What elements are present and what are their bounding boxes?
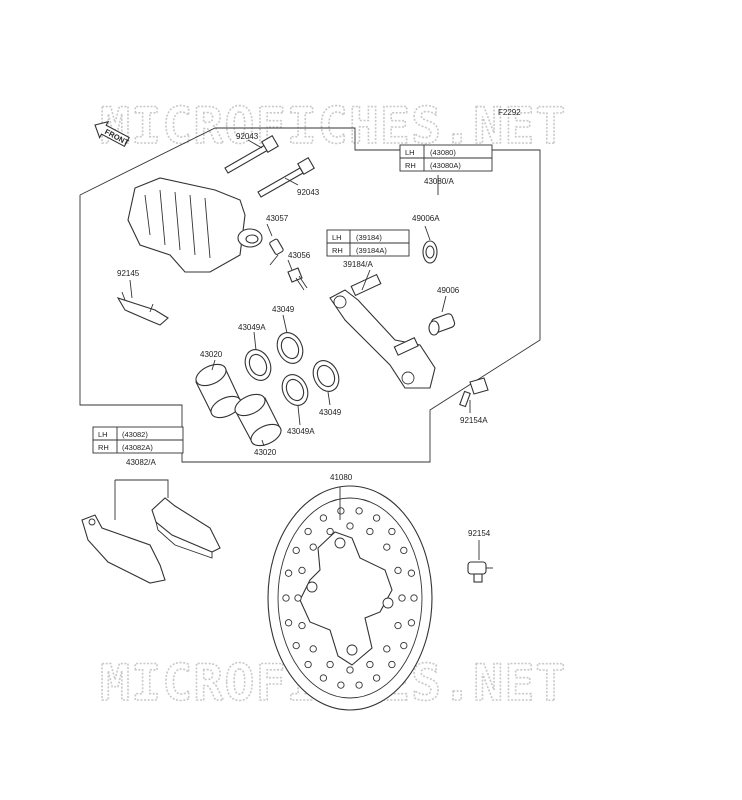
- pin-bolt-upper-icon: [224, 135, 279, 174]
- brake-pad-front-icon: [81, 514, 166, 584]
- table-row-side: LH: [332, 233, 342, 242]
- bolt-92154-icon: [467, 561, 493, 583]
- table-row-side: LH: [98, 430, 108, 439]
- piston-upper-icon: [195, 363, 242, 419]
- disc-hole: [400, 641, 408, 650]
- disc-hole: [284, 619, 293, 627]
- side-table-43082: LH (43082) RH (43082A): [92, 426, 184, 454]
- table-row-part: (39184A): [356, 246, 387, 255]
- disc-hole: [372, 514, 381, 522]
- bleeder-valve-icon: [287, 267, 308, 291]
- disc-hole: [383, 543, 391, 551]
- disc-hole: [383, 645, 391, 653]
- disc-hole: [282, 594, 290, 602]
- piston-seal-lower-icon: [312, 360, 340, 392]
- disc-hole: [407, 569, 416, 577]
- disc-hole: [366, 527, 374, 536]
- table-row-part: (43082): [122, 430, 148, 439]
- table-row-part: (43080): [430, 148, 456, 157]
- part-label-43020-upper: 43020: [200, 350, 223, 359]
- part-label-41080: 41080: [330, 473, 353, 482]
- part-label-43020-lower: 43020: [254, 448, 277, 457]
- disc-cooling-holes: [282, 507, 418, 689]
- dust-seal-lower-icon: [281, 374, 309, 406]
- part-label-49006: 49006: [437, 286, 460, 295]
- part-label-43049-lower: 43049: [319, 408, 342, 417]
- disc-hole: [292, 641, 300, 650]
- pad-spring-icon: [116, 291, 169, 326]
- side-table-39184: LH (39184) RH (39184A): [326, 229, 410, 257]
- disc-hole: [304, 660, 312, 669]
- disc-hole: [398, 594, 406, 602]
- table-row-part: (43082A): [122, 443, 153, 452]
- piston-lower-icon: [234, 393, 282, 447]
- disc-hole: [346, 522, 354, 530]
- disc-hole: [309, 543, 317, 551]
- part-label-49006a: 49006A: [412, 214, 440, 223]
- caliper-body-icon: [127, 177, 263, 273]
- table-row-side: RH: [405, 161, 416, 170]
- table-row-side: RH: [332, 246, 343, 255]
- table-row-part: (43080A): [430, 161, 461, 170]
- disc-hole: [410, 594, 418, 602]
- disc-hole: [372, 674, 381, 682]
- part-label-92154: 92154: [468, 529, 491, 538]
- page-code: F2292: [498, 108, 521, 117]
- part-label-92043-upper: 92043: [236, 132, 259, 141]
- part-label-43049a-upper: 43049A: [238, 323, 266, 332]
- disc-hole: [355, 507, 363, 515]
- table-row-part: (39184): [356, 233, 382, 242]
- caliper-assembly-outline: [79, 127, 541, 463]
- disc-hole: [400, 546, 408, 555]
- piston-seal-upper-icon: [276, 332, 304, 364]
- brake-pad-rear-icon: [151, 497, 221, 559]
- part-label-43056: 43056: [288, 251, 311, 260]
- disc-hole: [394, 621, 402, 630]
- part-label-43049-upper: 43049: [272, 305, 295, 314]
- part-label-92043-lower: 92043: [297, 188, 320, 197]
- part-label-43057: 43057: [266, 214, 289, 223]
- disc-hole: [355, 681, 363, 689]
- part-label-39184a: 39184/A: [343, 260, 373, 269]
- side-table-43080: LH (43080) RH (43080A): [399, 144, 493, 172]
- disc-hole: [319, 514, 328, 522]
- bleeder-cap-icon: [269, 238, 284, 266]
- part-label-92154a: 92154A: [460, 416, 488, 425]
- disc-hole: [337, 507, 345, 515]
- disc-hole: [319, 674, 328, 682]
- disc-hole: [337, 681, 345, 689]
- brake-disc-icon: [267, 485, 433, 711]
- dust-seal-upper-icon: [244, 349, 272, 381]
- disc-hole: [298, 621, 306, 630]
- table-row-side: LH: [405, 148, 415, 157]
- disc-hole: [304, 527, 312, 536]
- disc-hole: [284, 569, 293, 577]
- bolt-92154a-icon: [459, 377, 489, 408]
- disc-hole: [298, 566, 306, 575]
- disc-hole: [292, 546, 300, 555]
- disc-hole: [326, 660, 334, 669]
- disc-hole: [394, 566, 402, 575]
- watermark-top: MICROFICHES.NET: [100, 97, 567, 155]
- part-label-43049a-lower: 43049A: [287, 427, 315, 436]
- disc-hole: [388, 527, 396, 536]
- disc-hole: [407, 619, 416, 627]
- table-row-side: RH: [98, 443, 109, 452]
- part-label-92145: 92145: [117, 269, 140, 278]
- boot-49006-icon: [428, 313, 456, 336]
- part-label-43082a: 43082/A: [126, 458, 156, 467]
- boot-49006a-icon: [422, 240, 438, 264]
- part-label-43080a: 43080/A: [424, 177, 454, 186]
- disc-hole: [388, 660, 396, 669]
- disc-hole: [346, 666, 354, 674]
- pin-bolt-lower-icon: [257, 157, 315, 198]
- disc-hole: [294, 594, 302, 602]
- caliper-bracket-icon: [329, 273, 436, 389]
- disc-hole: [366, 660, 374, 669]
- disc-hole: [309, 645, 317, 653]
- disc-hole: [326, 527, 334, 536]
